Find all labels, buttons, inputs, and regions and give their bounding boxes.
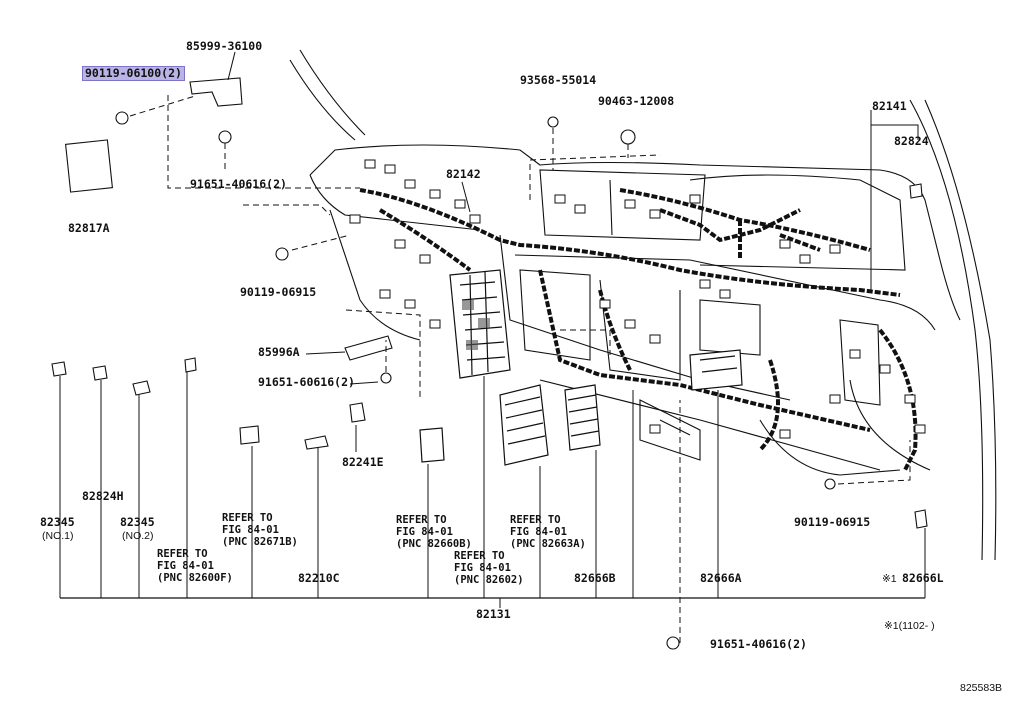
refer-to-line3: (PNC 82600F) <box>157 572 233 584</box>
refer-to-82600F[interactable]: REFER TO FIG 84-01 (PNC 82600F) <box>157 548 233 584</box>
label-82142: 82142 <box>446 167 481 181</box>
label-82131: 82131 <box>476 607 511 621</box>
label-82141: 82141 <box>872 99 907 113</box>
refer-to-82660B[interactable]: REFER TO FIG 84-01 (PNC 82660B) <box>396 514 472 550</box>
refer-to-82602[interactable]: REFER TO FIG 84-01 (PNC 82602) <box>454 550 524 586</box>
label-82666A: 82666A <box>700 571 742 585</box>
refer-to-82663A[interactable]: REFER TO FIG 84-01 (PNC 82663A) <box>510 514 586 550</box>
label-90463-12008: 90463-12008 <box>598 94 675 108</box>
refer-to-line1: REFER TO <box>396 514 447 526</box>
label-82345-no1-note: (NO.1) <box>42 530 74 542</box>
label-90119-06915-a: 90119-06915 <box>240 285 317 299</box>
label-82824H: 82824H <box>82 489 124 503</box>
label-82345-no1: 82345 <box>40 515 75 529</box>
label-82666L: 82666L <box>902 571 944 585</box>
footnote: ※1(1102- ) <box>884 620 935 632</box>
label-82817A: 82817A <box>68 221 110 235</box>
label-93568-55014: 93568-55014 <box>520 73 597 87</box>
refer-to-line2: FIG 84-01 <box>510 526 567 538</box>
label-91651-40616-c: 91651-40616(2) <box>710 637 807 651</box>
refer-to-line3: (PNC 82660B) <box>396 538 472 550</box>
refer-to-line2: FIG 84-01 <box>222 524 279 536</box>
label-82345-no2-note: (NO.2) <box>122 530 154 542</box>
label-82210C: 82210C <box>298 571 340 585</box>
label-91651-60616: 91651-60616(2) <box>258 375 355 389</box>
refer-to-line3: (PNC 82663A) <box>510 538 586 550</box>
refer-to-line2: FIG 84-01 <box>454 562 511 574</box>
label-90119-06100-highlighted[interactable]: 90119-06100(2) <box>82 66 185 81</box>
label-91651-40616-a: 91651-40616(2) <box>190 177 287 191</box>
refer-to-line1: REFER TO <box>222 512 273 524</box>
refer-to-82671B[interactable]: REFER TO FIG 84-01 (PNC 82671B) <box>222 512 298 548</box>
label-85999-36100: 85999-36100 <box>186 39 263 53</box>
refer-to-line3: (PNC 82671B) <box>222 536 298 548</box>
refer-to-line2: FIG 84-01 <box>396 526 453 538</box>
refer-to-line1: REFER TO <box>454 550 505 562</box>
refer-to-line1: REFER TO <box>157 548 208 560</box>
refer-to-line1: REFER TO <box>510 514 561 526</box>
label-90119-06915-b: 90119-06915 <box>794 515 871 529</box>
diagram-id: 825583B <box>960 682 1003 694</box>
label-85996A: 85996A <box>258 345 300 359</box>
label-82666B: 82666B <box>574 571 616 585</box>
label-82241E: 82241E <box>342 455 384 469</box>
label-82824: 82824 <box>894 134 929 148</box>
label-82345-no2: 82345 <box>120 515 155 529</box>
refer-to-line2: FIG 84-01 <box>157 560 214 572</box>
label-82666L-mark: ※1 <box>882 573 897 585</box>
refer-to-line3: (PNC 82602) <box>454 574 524 586</box>
